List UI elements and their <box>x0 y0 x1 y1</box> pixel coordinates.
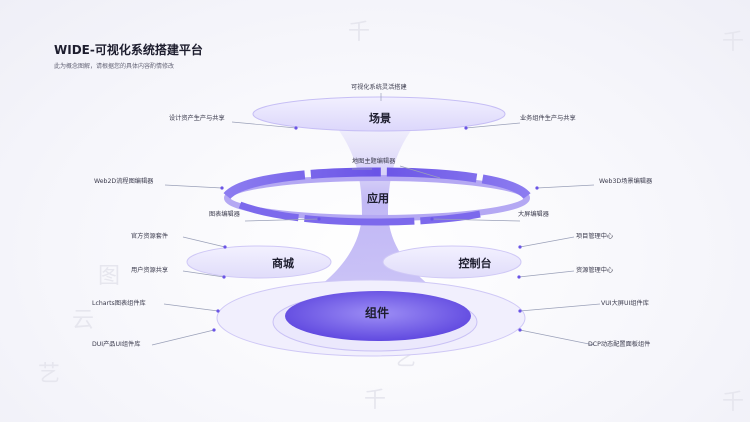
label-mall-top: 官方资源套件 <box>131 233 168 241</box>
label-app-right-top: Web3D场景编辑器 <box>599 178 652 186</box>
label-comp-right-bottom: DCP动态配置面板组件 <box>588 341 650 349</box>
label-console-top: 项目管理中心 <box>576 233 613 241</box>
label-comp-left-bottom: DUI产品UI组件库 <box>92 341 140 349</box>
layer-title-component: 组件 <box>352 304 402 321</box>
label-console-bottom: 资源管理中心 <box>576 267 613 275</box>
layer-title-scene: 场景 <box>355 110 405 126</box>
label-mall-bottom: 用户资源共享 <box>131 267 168 275</box>
label-scene-left: 设计资产生产与共享 <box>169 115 225 123</box>
label-app-left-bottom: 图表编辑器 <box>209 211 240 219</box>
label-app-right-bottom: 大屏编辑器 <box>518 211 549 219</box>
layer-title-console: 控制台 <box>445 255 505 271</box>
label-scene-right: 业务组件生产与共享 <box>520 115 576 123</box>
label-app-left-top: Web2D流程图编辑器 <box>94 178 153 186</box>
label-app-top: 地图主题编辑器 <box>352 158 395 166</box>
layer-title-app: 应用 <box>353 190 403 206</box>
layer-title-mall: 商城 <box>258 255 308 271</box>
label-comp-left-top: Lcharts图表组件库 <box>92 300 146 308</box>
label-comp-right-top: VUI大屏UI组件库 <box>601 300 649 308</box>
label-scene-top: 可视化系统灵活搭建 <box>351 84 407 92</box>
